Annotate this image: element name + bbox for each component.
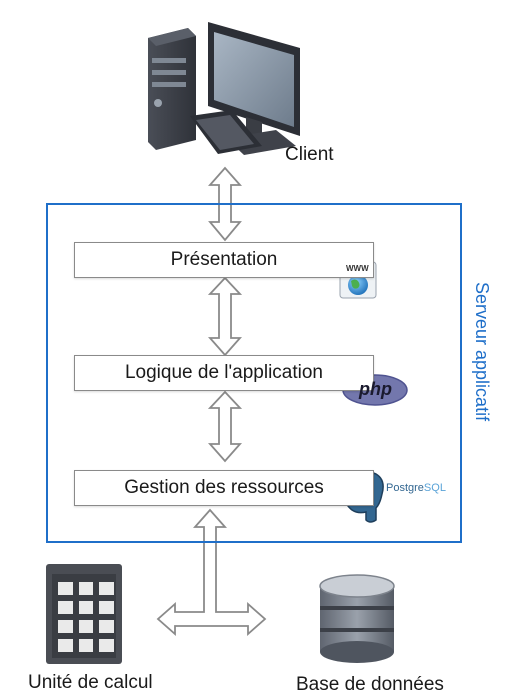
grid-cell — [99, 601, 114, 614]
grid-cell — [58, 620, 73, 633]
grid-cell — [99, 620, 114, 633]
logic-label: Logique de l'application — [124, 362, 323, 383]
grid-cell — [99, 582, 114, 595]
arrow-resources-storage — [156, 508, 267, 636]
grid-cell — [78, 639, 94, 652]
arrow-logic-resources — [207, 390, 243, 463]
compute-unit-grid — [58, 582, 114, 652]
grid-cell — [78, 582, 94, 595]
presentation-layer: Présentation — [74, 242, 374, 278]
logic-layer: Logique de l'application — [74, 355, 374, 391]
grid-cell — [58, 639, 73, 652]
server-boundary — [46, 203, 462, 543]
client-label: Client — [285, 144, 334, 165]
database-icon — [319, 574, 395, 663]
server-label: Serveur applicatif — [472, 282, 492, 422]
grid-cell — [78, 620, 94, 633]
compute-unit-label: Unité de calcul — [28, 672, 153, 693]
database-label: Base de données — [296, 674, 444, 695]
presentation-label: Présentation — [170, 249, 278, 270]
postgres-text-b: SQL — [423, 482, 446, 494]
client-computer-icon — [148, 22, 300, 155]
www-logo-text: WWW — [346, 264, 369, 273]
postgresql-logo-text: PostgreSQL — [386, 482, 446, 494]
resources-layer: Gestion des ressources — [74, 470, 374, 506]
grid-cell — [58, 601, 73, 614]
resources-label: Gestion des ressources — [124, 477, 324, 498]
postgres-text-a: Postgre — [386, 482, 424, 494]
php-logo-text: php — [359, 379, 392, 399]
grid-cell — [78, 601, 94, 614]
grid-cell — [58, 582, 73, 595]
grid-cell — [99, 639, 114, 652]
